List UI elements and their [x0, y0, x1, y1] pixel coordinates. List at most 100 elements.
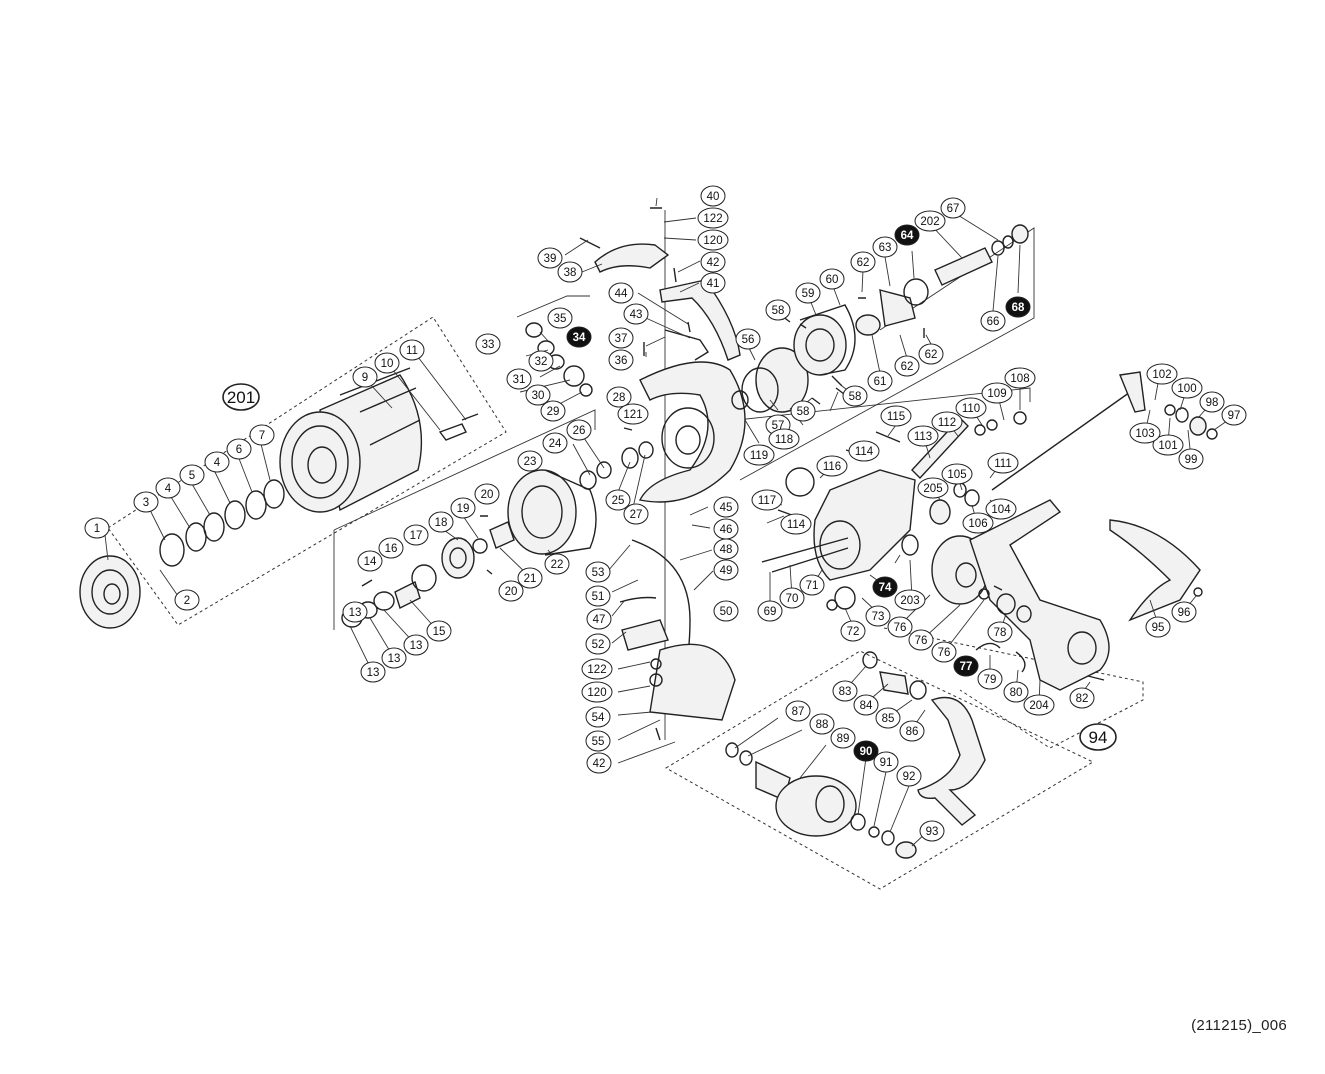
- callout-204: 204: [1023, 694, 1055, 716]
- callout-label: 99: [1185, 454, 1198, 466]
- callout-56: 56: [735, 328, 761, 350]
- callout-assembly-94: 94: [1079, 723, 1117, 751]
- callout-32: 32: [528, 350, 554, 372]
- handle-part: [862, 651, 986, 826]
- callout-1: 1: [84, 517, 110, 539]
- callout-label: 119: [750, 450, 768, 462]
- callout-label: 13: [349, 607, 362, 619]
- callout-20: 20: [498, 580, 524, 602]
- callout-label: 93: [926, 826, 939, 838]
- callout-label: 76: [915, 635, 928, 647]
- callout-205: 205: [917, 477, 949, 499]
- callout-80: 80: [1003, 681, 1029, 703]
- callout-label: 34: [573, 332, 586, 344]
- body-cover-part: [969, 499, 1203, 691]
- callout-label: 9: [362, 372, 368, 384]
- callout-label: 52: [592, 639, 605, 651]
- callout-label: 4: [214, 457, 221, 469]
- callout-62: 62: [850, 251, 876, 273]
- reel-body-part: [761, 467, 919, 581]
- callout-50: 50: [713, 600, 739, 622]
- callout-97: 97: [1221, 404, 1247, 426]
- callout-label: 67: [947, 203, 960, 215]
- callout-label: 20: [505, 586, 518, 598]
- callout-label: 115: [887, 411, 905, 423]
- callout-58: 58: [790, 400, 816, 422]
- pinion-group-bracket: [736, 387, 1031, 421]
- callout-40: 40: [700, 185, 726, 207]
- callout-104: 104: [985, 498, 1017, 520]
- callout-72: 72: [840, 620, 866, 642]
- callout-label: 76: [938, 647, 951, 659]
- callout-label: 103: [1135, 428, 1154, 440]
- callouts: 1234456791011131313131415161718192020212…: [84, 185, 1247, 842]
- callout-51: 51: [585, 585, 611, 607]
- callout-label: 204: [1029, 700, 1049, 712]
- callout-label: 10: [381, 358, 394, 370]
- callout-16: 16: [378, 537, 404, 559]
- callout-76: 76: [887, 616, 913, 638]
- callout-111: 111: [987, 452, 1019, 474]
- callout-label: 80: [1010, 687, 1023, 699]
- callout-label: 84: [860, 700, 873, 712]
- callout-83: 83: [832, 680, 858, 702]
- callout-label: 73: [872, 611, 885, 623]
- callout-label: 203: [900, 595, 919, 607]
- oscillation-parts: [911, 371, 1218, 525]
- callout-assembly-201: 201: [222, 383, 260, 411]
- callout-label: 45: [720, 502, 733, 514]
- callout-39: 39: [537, 247, 563, 269]
- callout-label: 96: [1178, 607, 1191, 619]
- callout-101: 101: [1152, 434, 1184, 456]
- callout-label: 66: [987, 316, 1000, 328]
- callout-6: 6: [226, 438, 252, 460]
- callout-78: 78: [987, 621, 1013, 643]
- callout-25: 25: [605, 489, 631, 511]
- part-drawings: [79, 207, 1218, 859]
- callout-label: 43: [630, 309, 643, 321]
- callout-115: 115: [880, 405, 912, 427]
- callout-84: 84: [853, 694, 879, 716]
- callout-102: 102: [1146, 363, 1178, 385]
- callout-label: 116: [823, 461, 841, 473]
- callout-label: 33: [482, 339, 495, 351]
- callout-label: 4: [165, 483, 172, 495]
- callout-15: 15: [426, 620, 452, 642]
- callout-label: 121: [623, 409, 642, 421]
- callout-79: 79: [977, 668, 1003, 690]
- callout-label: 28: [613, 392, 626, 404]
- callout-label: 18: [435, 517, 448, 529]
- callout-62: 62: [894, 355, 920, 377]
- callout-label: 92: [903, 771, 916, 783]
- callout-28: 28: [606, 386, 632, 408]
- callout-19: 19: [450, 497, 476, 519]
- callout-89: 89: [830, 727, 856, 749]
- gear-group-bracket: [739, 227, 1035, 481]
- callout-43: 43: [623, 303, 649, 325]
- callout-118: 118: [768, 428, 800, 450]
- callout-label: 114: [787, 519, 806, 531]
- callout-109: 109: [981, 382, 1013, 404]
- rotor-body-part: [638, 361, 746, 503]
- callout-label: 22: [551, 559, 564, 571]
- callout-120: 120: [581, 681, 613, 703]
- callout-label: 13: [410, 640, 423, 652]
- callout-55: 55: [585, 730, 611, 752]
- callout-4: 4: [155, 477, 181, 499]
- callout-58: 58: [842, 385, 868, 407]
- callout-label: 50: [720, 606, 733, 618]
- callout-label: 77: [960, 661, 973, 673]
- callout-33: 33: [475, 333, 501, 355]
- callout-120: 120: [697, 229, 729, 251]
- callout-label: 62: [857, 257, 870, 269]
- callout-label: 118: [775, 434, 793, 446]
- callout-label: 78: [994, 627, 1007, 639]
- callout-29: 29: [540, 400, 566, 422]
- callout-label: 108: [1010, 373, 1029, 385]
- callout-label: 30: [532, 390, 545, 402]
- callout-100: 100: [1171, 377, 1203, 399]
- callout-label: 110: [962, 403, 980, 415]
- callout-label: 111: [994, 458, 1011, 470]
- callout-label: 120: [703, 235, 722, 247]
- callout-label: 49: [720, 565, 733, 577]
